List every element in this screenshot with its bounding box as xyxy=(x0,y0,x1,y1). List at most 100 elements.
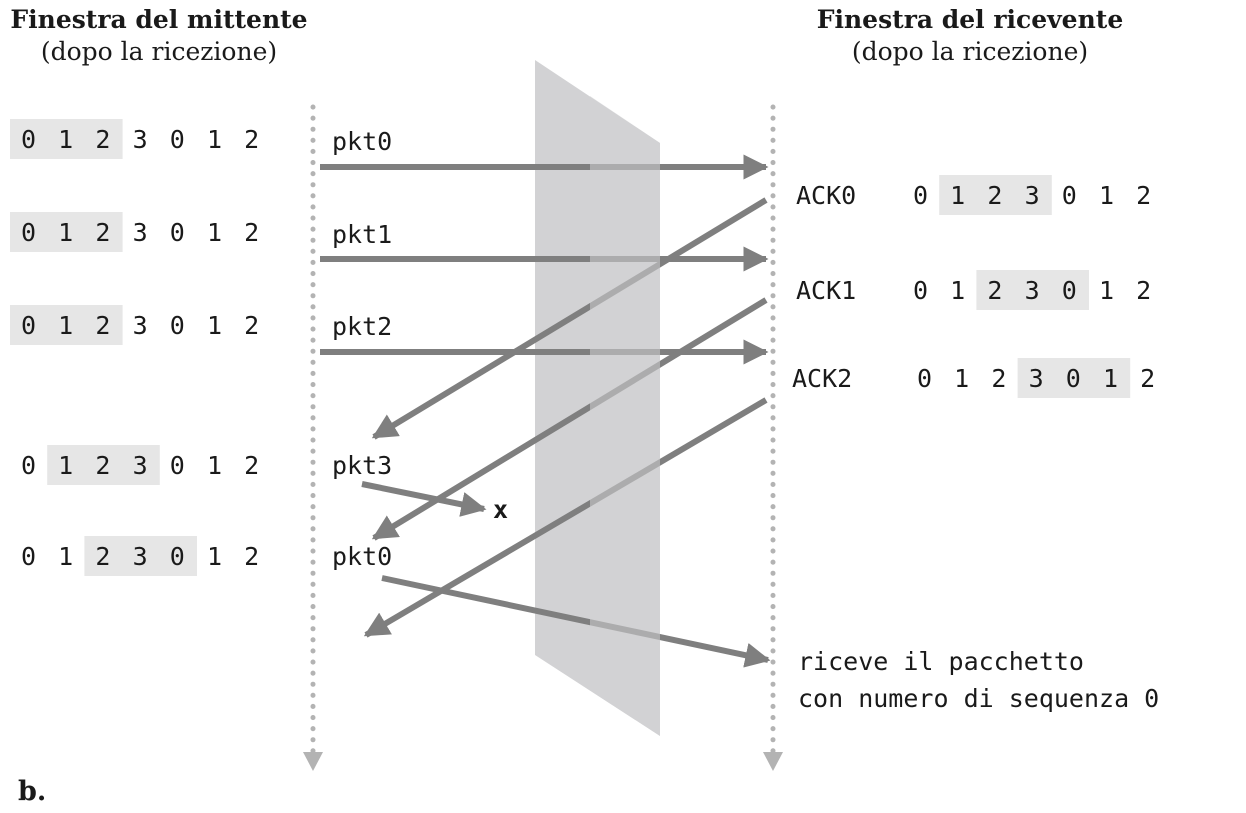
sender-title: Finestra del mittente xyxy=(10,5,308,34)
sequence-number: 0 xyxy=(913,276,928,305)
sequence-number: 0 xyxy=(21,218,36,247)
pkt3-lost-arrow xyxy=(361,481,487,517)
sequence-number: 1 xyxy=(207,218,222,247)
lost-marker: x xyxy=(493,495,508,524)
sequence-number: 3 xyxy=(133,542,148,571)
pkt0-retx-arrow xyxy=(381,575,771,668)
sequence-number: 2 xyxy=(1136,276,1151,305)
ack-label: ACK1 xyxy=(796,276,856,305)
window-highlight xyxy=(939,175,1052,215)
sequence-number: 1 xyxy=(1099,181,1114,210)
figure-label: b. xyxy=(18,776,47,807)
packet-label: pkt3 xyxy=(332,451,392,480)
receiver-timeline-arrow-icon xyxy=(763,752,783,771)
sequence-number: 1 xyxy=(950,276,965,305)
window-highlight xyxy=(976,270,1089,310)
sequence-number: 2 xyxy=(244,451,259,480)
ack1-arrow xyxy=(371,297,768,541)
sequence-number: 1 xyxy=(954,364,969,393)
sequence-number: 2 xyxy=(244,218,259,247)
sequence-number: 0 xyxy=(170,218,185,247)
sequence-number: 3 xyxy=(133,311,148,340)
packet-label: pkt1 xyxy=(332,220,392,249)
receiver-subtitle: (dopo la ricezione) xyxy=(851,37,1089,66)
ack-label: ACK2 xyxy=(792,364,852,393)
sequence-number: 2 xyxy=(95,542,110,571)
sequence-number: 0 xyxy=(21,542,36,571)
sequence-number: 1 xyxy=(58,125,73,154)
window-highlight xyxy=(47,445,160,485)
sequence-number: 2 xyxy=(1140,364,1155,393)
packet-label: pkt0 xyxy=(332,542,392,571)
ack-arrows xyxy=(363,197,768,638)
sequence-number: 0 xyxy=(1062,276,1077,305)
sequence-number: 1 xyxy=(950,181,965,210)
ack2-arrow xyxy=(363,397,768,638)
ack-label: ACK0 xyxy=(796,181,856,210)
packet-label: pkt2 xyxy=(332,312,392,341)
sequence-number: 3 xyxy=(133,451,148,480)
sequence-number: 1 xyxy=(1103,364,1118,393)
sequence-number: 0 xyxy=(1066,364,1081,393)
receive-note-line: con numero di sequenza 0 xyxy=(798,684,1159,713)
channel-overlay xyxy=(590,96,660,736)
sequence-number: 2 xyxy=(987,181,1002,210)
sequence-number: 1 xyxy=(58,451,73,480)
sequence-number: 1 xyxy=(58,218,73,247)
sequence-number: 0 xyxy=(21,125,36,154)
sequence-number: 1 xyxy=(1099,276,1114,305)
sequence-number: 2 xyxy=(244,311,259,340)
receiver-title: Finestra del ricevente xyxy=(816,5,1124,34)
sequence-number: 0 xyxy=(170,542,185,571)
receiver-header: Finestra del ricevente (dopo la ricezion… xyxy=(810,4,1130,68)
sequence-number: 2 xyxy=(95,451,110,480)
sequence-number: 2 xyxy=(95,125,110,154)
sequence-number: 0 xyxy=(1062,181,1077,210)
window-highlight xyxy=(84,536,197,576)
sequence-number: 0 xyxy=(170,451,185,480)
sequence-number: 1 xyxy=(207,451,222,480)
sender-subtitle: (dopo la ricezione) xyxy=(40,37,278,66)
sequence-number: 2 xyxy=(95,218,110,247)
sequence-number: 3 xyxy=(1025,181,1040,210)
ack0-arrow xyxy=(371,197,768,440)
sequence-number: 3 xyxy=(1025,276,1040,305)
window-highlight xyxy=(1017,358,1131,398)
window-highlight xyxy=(10,212,123,252)
sequence-number: 1 xyxy=(207,311,222,340)
sequence-number: 3 xyxy=(1029,364,1044,393)
sequence-number: 1 xyxy=(58,311,73,340)
sequence-number: 2 xyxy=(1136,181,1151,210)
sequence-number: 0 xyxy=(917,364,932,393)
sequence-number: 0 xyxy=(170,311,185,340)
packet-label: pkt0 xyxy=(332,127,392,156)
sequence-number: 0 xyxy=(21,451,36,480)
sequence-number: 1 xyxy=(58,542,73,571)
sequence-number: 3 xyxy=(133,218,148,247)
sequence-number: 2 xyxy=(95,311,110,340)
sequence-number: 2 xyxy=(244,542,259,571)
sequence-number: 0 xyxy=(21,311,36,340)
window-highlight xyxy=(10,119,123,159)
sequence-number: 2 xyxy=(987,276,1002,305)
packet-arrows xyxy=(320,154,771,668)
receive-note-line: riceve il pacchetto xyxy=(798,647,1084,676)
sequence-number: 2 xyxy=(991,364,1006,393)
window-highlight xyxy=(10,305,123,345)
sequence-number: 0 xyxy=(913,181,928,210)
sender-timeline-arrow-icon xyxy=(303,752,323,771)
sequence-number: 1 xyxy=(207,125,222,154)
sequence-number: 3 xyxy=(133,125,148,154)
sequence-number: 0 xyxy=(170,125,185,154)
sender-header: Finestra del mittente (dopo la ricezione… xyxy=(0,4,318,68)
